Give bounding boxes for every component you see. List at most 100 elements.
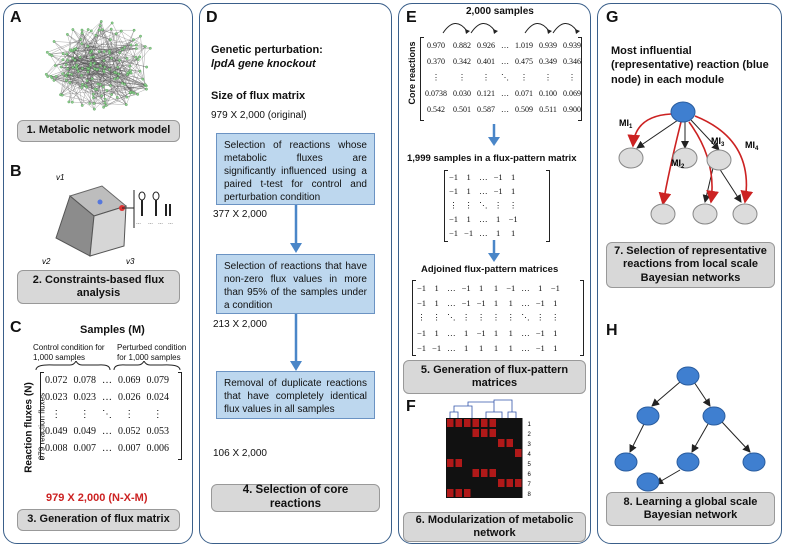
e-arrow-1 [488, 124, 500, 146]
global-node-4 [614, 452, 638, 472]
matrix-cell: … [501, 88, 509, 98]
network-node [125, 95, 129, 99]
reaction-fluxes-label: Reaction fluxes (N) [23, 382, 35, 473]
network-edge [82, 83, 123, 106]
network-node [102, 50, 106, 53]
network-edge [72, 29, 112, 51]
matrix-cell: 0.970 [427, 40, 445, 50]
matrix-cell: … [447, 297, 456, 308]
matrix-cell: 0.542 [427, 104, 445, 114]
heatmap-cell [481, 429, 488, 437]
network-edge [97, 69, 104, 87]
mi4-edge [694, 115, 754, 204]
matrix-cell: … [479, 228, 488, 238]
network-edge [60, 29, 74, 95]
network-node [97, 28, 101, 32]
matrix-cell: 0.030 [453, 88, 471, 98]
network-node [136, 58, 140, 61]
network-node [67, 100, 71, 104]
matrix-cell: 0.024 [146, 392, 170, 403]
flux-matrix-left-bracket [40, 372, 44, 460]
matrix-cell: … [447, 342, 456, 353]
network-node [120, 48, 124, 51]
samples-title: 2,000 samples [466, 6, 534, 17]
network-node [52, 40, 56, 43]
network-edge [60, 49, 75, 68]
global-node-7 [636, 472, 660, 492]
network-edge [100, 25, 131, 94]
network-edge [70, 21, 102, 50]
caption-c: 3. Generation of flux matrix [17, 509, 180, 531]
network-node [129, 43, 133, 47]
samples-label: Samples (M) [80, 324, 145, 336]
size-after-ttest: 377 X 2,000 [213, 209, 267, 220]
network-node [123, 45, 126, 49]
matrix-cell: ⋱ [102, 409, 112, 420]
network-node [119, 29, 123, 33]
heatmap-cell [464, 489, 471, 497]
network-node [65, 74, 68, 78]
caption-g: 7. Selection of representative reactions… [606, 242, 775, 288]
network-edge [94, 29, 112, 110]
matrix-cell: 0.900 [563, 104, 581, 114]
pattern-title: 1,999 samples in a flux-pattern matrix [407, 153, 577, 164]
network-edge [136, 44, 146, 47]
global-node-5 [676, 452, 700, 472]
network-node [66, 72, 70, 75]
network-node [132, 28, 136, 32]
network-edge [116, 33, 128, 59]
network-node [123, 82, 126, 86]
network-edge [62, 95, 107, 106]
matrix-cell: ⋮ [520, 72, 528, 82]
caption-a: 1. Metabolic network model [17, 120, 180, 142]
step-duplicates: Removal of duplicate reactions that have… [216, 371, 375, 419]
pattern-dot-2: … [148, 220, 153, 226]
network-node [95, 68, 99, 71]
heatmap-row-number: 7 [528, 482, 532, 488]
matrix-cell: −1 [535, 327, 545, 338]
heatmap-cell [506, 479, 513, 487]
network-node [59, 65, 63, 69]
matrix-cell: 0.926 [477, 40, 495, 50]
matrix-cell: 1 [508, 342, 513, 353]
matrix-cell: 0.882 [453, 40, 471, 50]
network-edge [72, 50, 99, 85]
adjoined-left-bracket [412, 280, 416, 356]
matrix-cell: 1 [511, 172, 516, 182]
heatmap-row-number: 4 [528, 452, 532, 458]
matrix-cell: 0.401 [477, 56, 495, 66]
matrix-cell: 1 [553, 297, 558, 308]
network-edge [72, 44, 131, 59]
down-arrow-2 [290, 361, 302, 371]
network-edge [72, 29, 82, 44]
matrix-cell: … [447, 327, 456, 338]
network-node [50, 54, 54, 57]
network-node [113, 70, 116, 74]
network-edge [60, 66, 83, 106]
matrix-cell: 0.501 [453, 104, 471, 114]
network-edge [121, 31, 146, 85]
matrix-row: ⋮⋮⋱⋮⋮ [446, 198, 521, 212]
network-edge [54, 41, 111, 86]
matrix-cell: … [102, 375, 112, 386]
network-edge [88, 36, 141, 69]
matrix-cell: 0.053 [146, 426, 170, 437]
network-node [117, 72, 120, 76]
network-node [92, 55, 95, 59]
d-arrows [290, 205, 302, 371]
matrix-cell: … [501, 40, 509, 50]
matrix-cell: −1 [449, 228, 459, 238]
matrix-cell: … [501, 104, 509, 114]
network-node [92, 96, 95, 99]
matrix-cell: ⋮ [417, 312, 426, 322]
network-edge [65, 75, 127, 98]
matrix-cell: 0.346 [563, 56, 581, 66]
caption-h: 8. Learning a global scale Bayesian netw… [606, 492, 775, 526]
matrix-cell: −1 [508, 214, 518, 224]
network-node [80, 74, 83, 77]
network-edge [99, 48, 151, 52]
network-edge [96, 69, 111, 86]
network-node [70, 100, 74, 104]
